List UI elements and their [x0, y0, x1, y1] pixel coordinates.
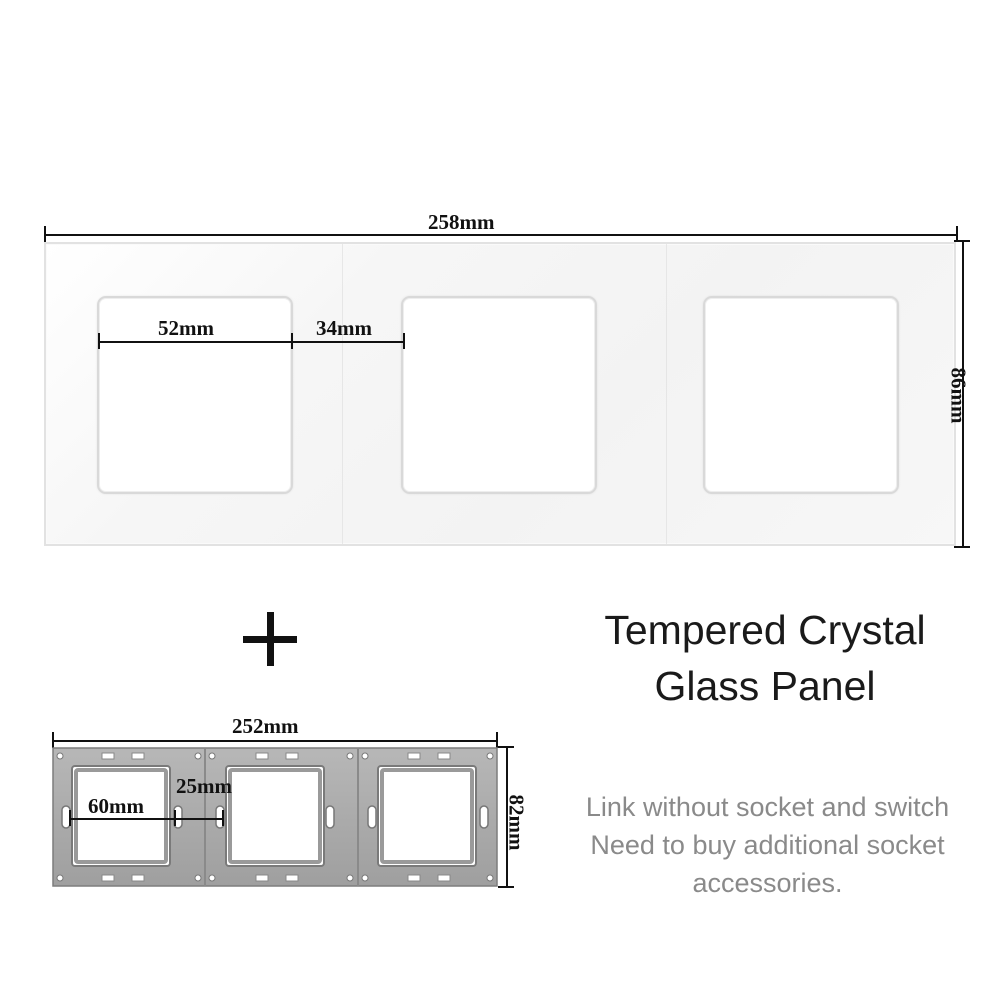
panel-width-label: 258mm — [428, 210, 495, 234]
frame-opening-line — [70, 818, 224, 820]
title-line-2: Glass Panel — [654, 663, 876, 709]
frame-height-tick-top — [498, 746, 514, 748]
frame-gap-label: 25mm — [176, 774, 232, 798]
frame-width-label: 252mm — [232, 714, 299, 738]
panel-height-tick-bottom — [954, 546, 970, 548]
panel-height-line — [962, 240, 964, 548]
frame-gap-tick — [174, 810, 176, 826]
panel-seam — [666, 244, 667, 544]
mounting-frame — [52, 747, 498, 887]
panel-height-label: 86mm — [946, 367, 971, 424]
panel-opening-1 — [97, 296, 293, 494]
note-line-1: Link without socket and switch — [585, 792, 950, 822]
panel-width-line — [46, 234, 958, 236]
panel-opening-label: 52mm — [158, 316, 214, 340]
panel-gap-label: 34mm — [316, 316, 372, 340]
frame-width-tick-right — [496, 732, 498, 748]
frame-height-line — [506, 746, 508, 888]
panel-height-tick-top — [954, 240, 970, 242]
panel-opening-2 — [401, 296, 597, 494]
frame-opening-label: 60mm — [88, 794, 144, 818]
product-title: Tempered Crystal Glass Panel — [560, 602, 970, 714]
panel-opening-line — [99, 341, 405, 343]
frame-width-line — [53, 740, 498, 742]
frame-width-tick-left — [52, 732, 54, 748]
note-line-2: Need to buy additional socket — [590, 830, 945, 860]
plus-icon — [243, 612, 297, 666]
frame-height-label: 82mm — [504, 794, 529, 851]
frame-height-tick-bottom — [498, 886, 514, 888]
frame-opening-tick-left — [69, 810, 71, 826]
note-line-3: accessories. — [692, 868, 843, 898]
panel-gap-tick-right — [403, 333, 405, 349]
panel-gap-tick — [291, 333, 293, 349]
panel-seam — [342, 244, 343, 544]
glass-panel — [44, 242, 956, 546]
panel-opening-3 — [703, 296, 899, 494]
panel-width-tick-right — [956, 226, 958, 242]
title-line-1: Tempered Crystal — [604, 607, 926, 653]
panel-opening-tick — [98, 333, 100, 349]
panel-width-tick-left — [44, 226, 46, 242]
frame-gap-tick-right — [222, 810, 224, 826]
accessory-note: Link without socket and switch Need to b… — [545, 788, 990, 902]
